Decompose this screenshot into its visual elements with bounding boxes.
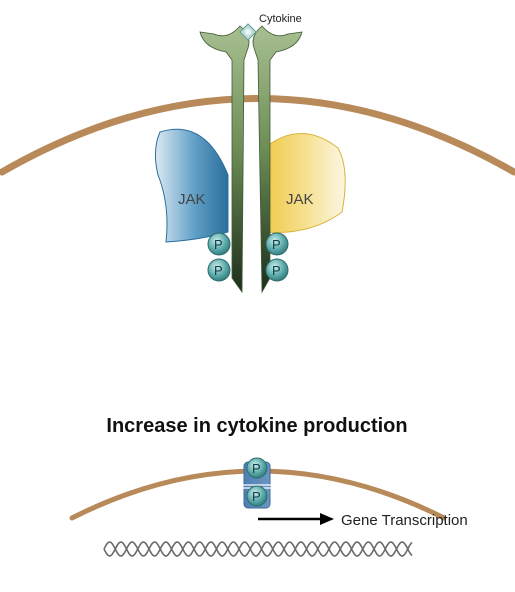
- receptor-left-chain: [199, 25, 250, 294]
- phospho-stat-upper: P: [246, 457, 268, 479]
- svg-text:P: P: [252, 489, 261, 504]
- gene-transcription-arrow: [258, 513, 334, 525]
- jak-left-label: JAK: [178, 191, 206, 208]
- cytokine-label: Cytokine: [259, 13, 302, 25]
- receptor-right-chain: [252, 25, 303, 294]
- svg-text:P: P: [272, 263, 281, 278]
- phospho-right-lower: P: [265, 258, 289, 282]
- svg-text:P: P: [272, 237, 281, 252]
- cytokine-core: [245, 29, 251, 35]
- dna-strand-a: [103, 541, 413, 557]
- phospho-left-upper: P: [207, 232, 231, 256]
- jak-right-shape: [261, 133, 346, 234]
- phospho-right-upper: P: [265, 232, 289, 256]
- phospho-left-lower: P: [207, 258, 231, 282]
- outcome-title: Increase in cytokine production: [106, 415, 407, 437]
- cytokine-ligand: [239, 23, 257, 41]
- receptor-dimer: [199, 25, 303, 294]
- jak-left-shape: [154, 128, 229, 243]
- cell-membrane-top: [0, 95, 515, 176]
- svg-text:P: P: [214, 237, 223, 252]
- gene-transcription-label: Gene Transcription: [341, 512, 468, 529]
- jak-right-label: JAK: [286, 191, 314, 208]
- svg-text:P: P: [214, 263, 223, 278]
- stat-dimer: P P: [241, 457, 273, 509]
- dna-strand-b: [103, 541, 413, 557]
- svg-text:P: P: [252, 461, 261, 476]
- phospho-stat-lower: P: [246, 485, 268, 507]
- dna-helix: [103, 541, 413, 557]
